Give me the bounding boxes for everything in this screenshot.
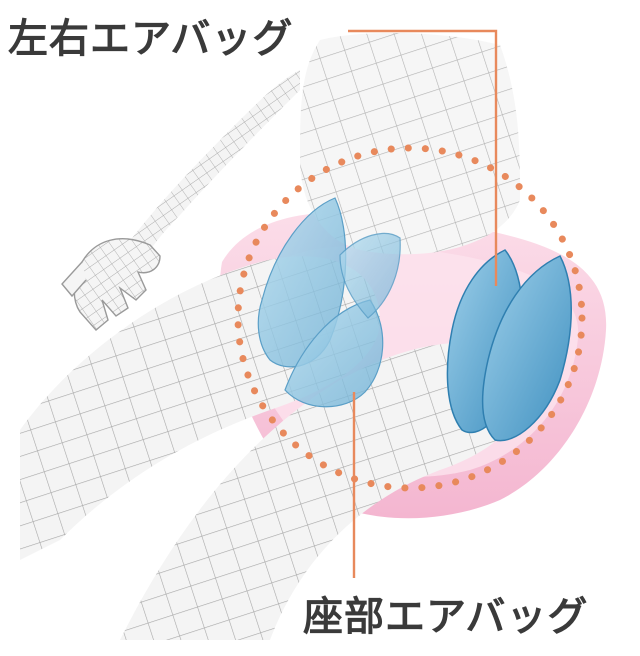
airbag-zone-dotted-ring — [234, 144, 586, 492]
leader-line-side-airbags — [348, 29, 498, 286]
hand-mesh — [61, 238, 161, 331]
seat-airbags-label: 座部エアバッグ — [303, 594, 589, 640]
side-airbag-shapes — [446, 249, 572, 442]
side-airbags-label: 左右エアバッグ — [8, 16, 294, 62]
body-mesh — [20, 33, 526, 640]
seat-airbag-shapes — [257, 197, 401, 408]
